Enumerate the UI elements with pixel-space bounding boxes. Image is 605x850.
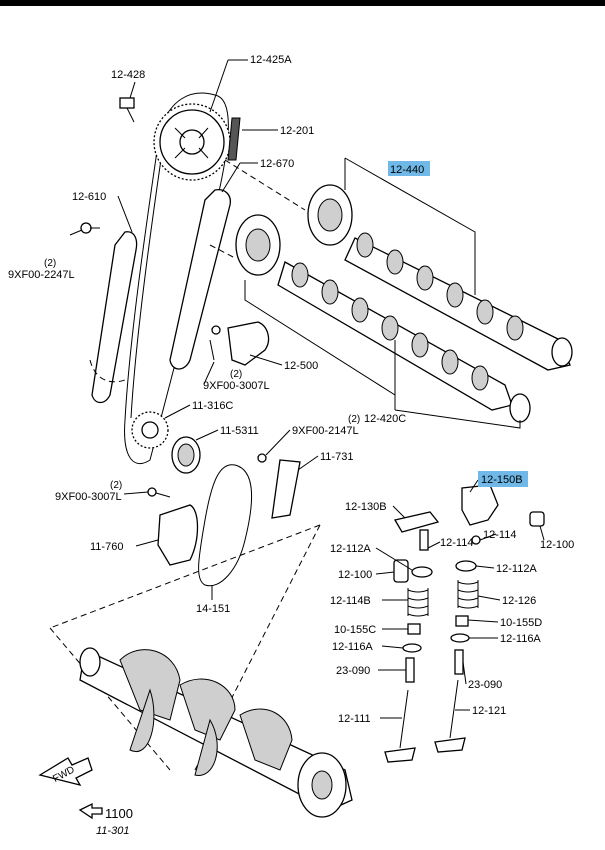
- label-12-112a-right[interactable]: 12-112A: [496, 563, 537, 575]
- camshaft-12-420c: [235, 214, 531, 423]
- valve-spring-left: [407, 588, 429, 617]
- label-12-130b[interactable]: 12-130B: [345, 501, 387, 513]
- tappet-12-100-right: [529, 511, 545, 527]
- chain-part-12-201: [227, 117, 241, 161]
- camshaft-12-440: [307, 184, 573, 371]
- top-border-bar: [0, 0, 605, 6]
- valve-12-121: [434, 679, 466, 753]
- reference-arrow-icon: [78, 802, 103, 820]
- label-12-116a-right[interactable]: 12-116A: [500, 633, 541, 645]
- label-12-500[interactable]: 12-500: [284, 360, 318, 372]
- label-9xf00-3007l-b[interactable]: 9XF00-3007L: [55, 491, 122, 503]
- lash-adjuster-12-150b: [461, 484, 499, 526]
- label-23-090-right[interactable]: 23-090: [468, 679, 502, 691]
- label-1100[interactable]: 1100: [105, 806, 133, 821]
- label-12-126[interactable]: 12-126: [502, 595, 536, 607]
- label-12-114b[interactable]: 12-114B: [330, 595, 371, 607]
- label-12-440[interactable]: 12-440: [390, 164, 424, 176]
- label-11-731[interactable]: 11-731: [320, 451, 353, 463]
- label-12-121[interactable]: 12-121: [472, 705, 506, 717]
- sprocket-11-316c: [131, 411, 169, 449]
- label-12-670[interactable]: 12-670: [260, 158, 294, 170]
- highlight-12-150b: [478, 471, 528, 487]
- bolt-9xf00-2247l: [80, 222, 100, 234]
- timing-chain: [124, 92, 229, 465]
- label-23-090-left[interactable]: 23-090: [336, 665, 370, 677]
- rocker-12-130b: [393, 511, 440, 533]
- label-9xf00-3007l-a[interactable]: 9XF00-3007L: [203, 380, 270, 392]
- label-qty-2147l: (2): [348, 414, 360, 425]
- label-qty-2247l: (2): [44, 258, 56, 269]
- valve-spring-right: [457, 580, 479, 609]
- label-9xf00-2247l[interactable]: 9XF00-2247L: [8, 269, 75, 281]
- part-labels: 12-428 12-425A 12-201 12-670 12-440 12-6…: [8, 54, 574, 837]
- label-12-425a[interactable]: 12-425A: [250, 54, 292, 66]
- tensioner-11-760: [157, 504, 199, 566]
- label-12-114-b[interactable]: 12-114: [483, 529, 516, 541]
- label-14-151[interactable]: 14-151: [196, 603, 230, 615]
- guide-11-731: [271, 459, 301, 519]
- label-qty-3007l-a: (2): [230, 369, 242, 380]
- chain-guide-12-610: [91, 231, 138, 404]
- label-12-420c[interactable]: 12-420C: [364, 413, 406, 425]
- label-12-100-right[interactable]: 12-100: [540, 539, 574, 551]
- leader-lines: [69, 59, 545, 719]
- label-12-116a-left[interactable]: 12-116A: [332, 641, 373, 653]
- highlight-12-440: [388, 161, 430, 176]
- label-10-155d[interactable]: 10-155D: [500, 617, 542, 629]
- fwd-arrow-icon: [38, 757, 93, 787]
- seal-11-5311: [171, 436, 201, 474]
- label-12-112a-left[interactable]: 12-112A: [330, 543, 371, 555]
- oil-pump-chain-14-151: [198, 464, 253, 587]
- label-12-610[interactable]: 12-610: [72, 191, 106, 203]
- label-12-201[interactable]: 12-201: [280, 125, 314, 137]
- label-11-301[interactable]: 11-301: [96, 825, 129, 837]
- cam-sprocket-upper: [153, 103, 231, 181]
- valve-12-111: [384, 689, 416, 763]
- label-qty-3007l-b: (2): [110, 480, 122, 491]
- label-10-155c[interactable]: 10-155C: [334, 624, 376, 636]
- crankshaft-1100: [79, 647, 353, 818]
- label-12-428[interactable]: 12-428: [111, 69, 145, 81]
- bolt-12-428: [119, 97, 135, 123]
- label-12-111[interactable]: 12-111: [338, 713, 371, 725]
- label-9xf00-2147l[interactable]: 9XF00-2147L: [292, 425, 359, 437]
- label-12-114-a[interactable]: 12-114: [440, 537, 473, 549]
- label-12-150b[interactable]: 12-150B: [481, 474, 523, 486]
- label-11-760[interactable]: 11-760: [90, 541, 123, 553]
- label-12-100-left[interactable]: 12-100: [338, 569, 372, 581]
- label-11-5311[interactable]: 11-5311: [220, 425, 259, 437]
- label-11-316c[interactable]: 11-316C: [192, 400, 233, 412]
- tensioner-arm-12-670: [169, 189, 231, 370]
- bracket-12-500: [227, 321, 270, 366]
